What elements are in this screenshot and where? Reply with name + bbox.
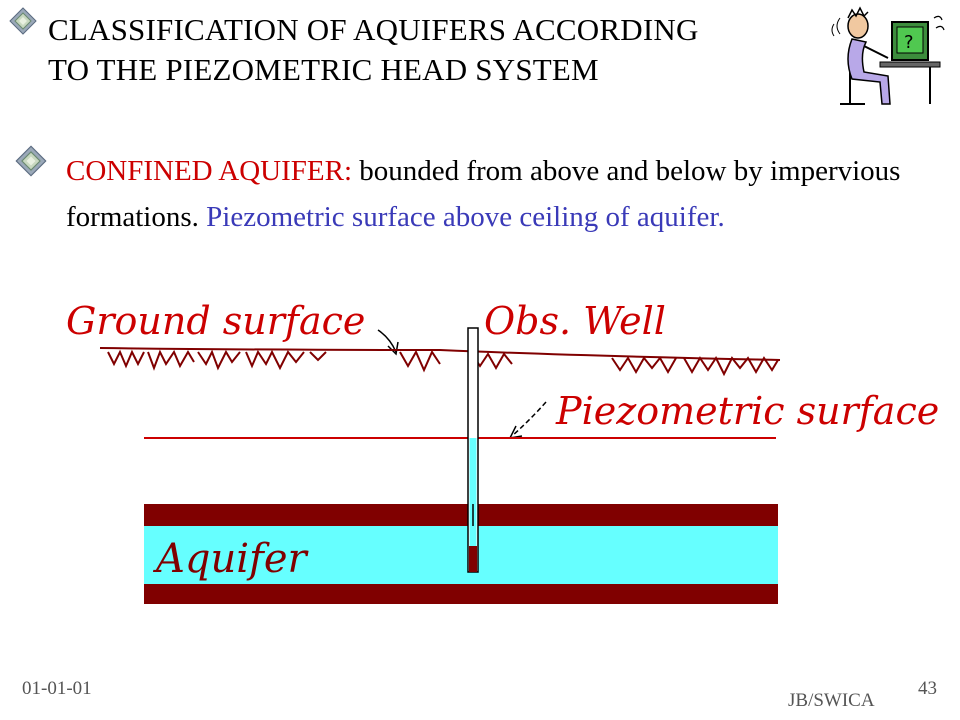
obs-well-label: Obs. Well [484,299,666,343]
title-line-2: TO THE PIEZOMETRIC HEAD SYSTEM [48,52,599,87]
term-colon: : [343,155,352,187]
definition-paragraph: CONFINED AQUIFER: bounded from above and… [66,148,916,240]
person-at-computer-icon: ? [831,6,945,105]
footer-author: JB/SWICA [788,690,875,711]
footer-date: 01-01-01 [22,678,92,699]
svg-text:?: ? [904,32,914,53]
upper-confining-layer [144,504,778,526]
ground-hatching [107,349,779,377]
definition-text: bounded from above and below by impervio… [66,155,901,233]
confined-aquifer-term: CONFINED AQUIFER [66,155,344,187]
piezometric-note: Piezometric surface above ceiling of aqu… [198,201,725,233]
confined-aquifer-diagram: Ground surface Obs. Well Piezometric sur… [66,299,939,604]
diamond-bullet-icon [15,145,47,177]
piezometric-surface-label: Piezometric surface [555,389,939,433]
diamond-bullet-icon [9,7,37,35]
slide-title: CLASSIFICATION OF AQUIFERS ACCORDING TO … [48,10,848,90]
lower-confining-layer [144,584,778,604]
aquifer-label: Aquifer [152,536,310,582]
ground-surface-label: Ground surface [66,299,365,343]
page-number: 43 [918,678,937,699]
observation-well [467,327,479,573]
title-line-1: CLASSIFICATION OF AQUIFERS ACCORDING [48,12,699,47]
aquifer-layer [144,526,778,584]
